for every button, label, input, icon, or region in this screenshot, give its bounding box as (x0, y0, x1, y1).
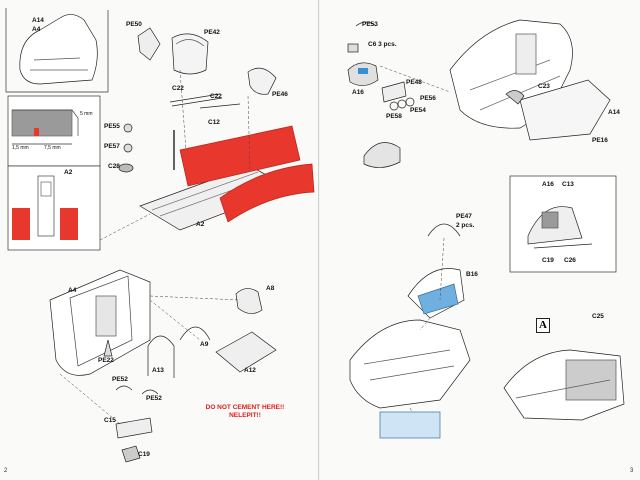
part-a9 (179, 326, 211, 341)
label-pe58: PE58 (386, 113, 402, 120)
part-pe42 (171, 33, 209, 75)
left-page-number: 2 (4, 468, 8, 474)
label-c12: C12 (208, 119, 220, 126)
part-a16 (347, 62, 379, 86)
warning-text: DO NOT CEMENT HERE!! NELEPIT!! (200, 404, 290, 420)
label-a2-main: A2 (196, 221, 205, 228)
label-b16: B16 (466, 271, 478, 278)
part-c6 (347, 43, 359, 53)
part-a12 (215, 331, 277, 373)
part-pe53 (355, 21, 377, 27)
label-a2-inset: A2 (64, 169, 73, 176)
label-inset-c26: C26 (564, 257, 576, 264)
right-page-drawing (347, 19, 625, 439)
part-pe46 (247, 67, 277, 95)
label-inset-c13: C13 (562, 181, 574, 188)
label-a14: A14 (32, 17, 44, 24)
seat-cushion (363, 142, 401, 168)
label-a16: A16 (352, 89, 364, 96)
label-a9: A9 (200, 341, 209, 348)
left-page-drawing (5, 8, 315, 463)
part-pe48 (381, 81, 407, 103)
part-c28 (118, 163, 134, 173)
label-a13: A13 (152, 367, 164, 374)
label-pe16: PE16 (592, 137, 608, 144)
dimension-2: 7,5 mm (44, 145, 61, 151)
label-c23: C23 (538, 83, 550, 90)
part-a14-right (519, 79, 611, 141)
section-marker-a: A (536, 318, 550, 333)
part-c15 (115, 417, 153, 439)
label-pe55: PE55 (104, 123, 120, 130)
part-pe47 (427, 223, 461, 237)
warning-line-1: DO NOT CEMENT HERE!! (205, 404, 285, 411)
label-pe47: PE47 (456, 213, 472, 220)
part-a8 (235, 288, 263, 314)
label-pe53: PE53 (362, 21, 378, 28)
label-pe42: PE42 (204, 29, 220, 36)
left-page: A14 A4 PE50 PE42 PE46 C22 C22 C12 PE55 P… (0, 0, 319, 480)
label-a14-right: A14 (608, 109, 620, 116)
right-page: PE53 C6 3 pcs. A16 PE48 PE56 PE54 PE58 C… (320, 0, 640, 480)
label-c22a: C22 (172, 85, 184, 92)
inset-frame-topleft (5, 8, 109, 93)
label-a4: A4 (68, 287, 77, 294)
label-pe22: PE22 (98, 357, 114, 364)
label-pe57: PE57 (104, 143, 120, 150)
part-pe50 (137, 27, 161, 61)
label-pe52a: PE52 (112, 376, 128, 383)
label-inset-a16: A16 (542, 181, 554, 188)
side-panel-a14 (19, 14, 98, 85)
label-c19: C19 (138, 451, 150, 458)
dimension-1: 1,5 mm (12, 145, 29, 151)
label-pe56: PE56 (420, 95, 436, 102)
label-pe48: PE48 (406, 79, 422, 86)
label-pe47-qty: 2 pcs. (456, 222, 475, 229)
label-c22b: C22 (210, 93, 222, 100)
label-c28: C28 (108, 163, 120, 170)
floor-blue (379, 411, 441, 439)
fuselage-lower-left (349, 319, 471, 409)
label-pe46: PE46 (272, 91, 288, 98)
part-a13 (147, 335, 175, 378)
label-pe50: PE50 (126, 21, 142, 28)
right-page-number: 3 (630, 468, 634, 474)
label-pe54: PE54 (410, 107, 426, 114)
part-c19 (121, 445, 141, 463)
label-a4-top: A4 (32, 26, 41, 33)
label-c15: C15 (104, 417, 116, 424)
label-c6: C6 3 pcs. (368, 41, 397, 48)
warning-line-2: NELEPIT!! (229, 412, 261, 419)
dimension-3: 5 mm (80, 111, 93, 117)
label-a8: A8 (266, 285, 275, 292)
label-inset-c19: C19 (542, 257, 554, 264)
red-panel-2 (219, 163, 315, 223)
label-a12: A12 (244, 367, 256, 374)
red-panel-1 (179, 125, 301, 187)
label-c25: C25 (592, 313, 604, 320)
label-pe52b: PE52 (146, 395, 162, 402)
